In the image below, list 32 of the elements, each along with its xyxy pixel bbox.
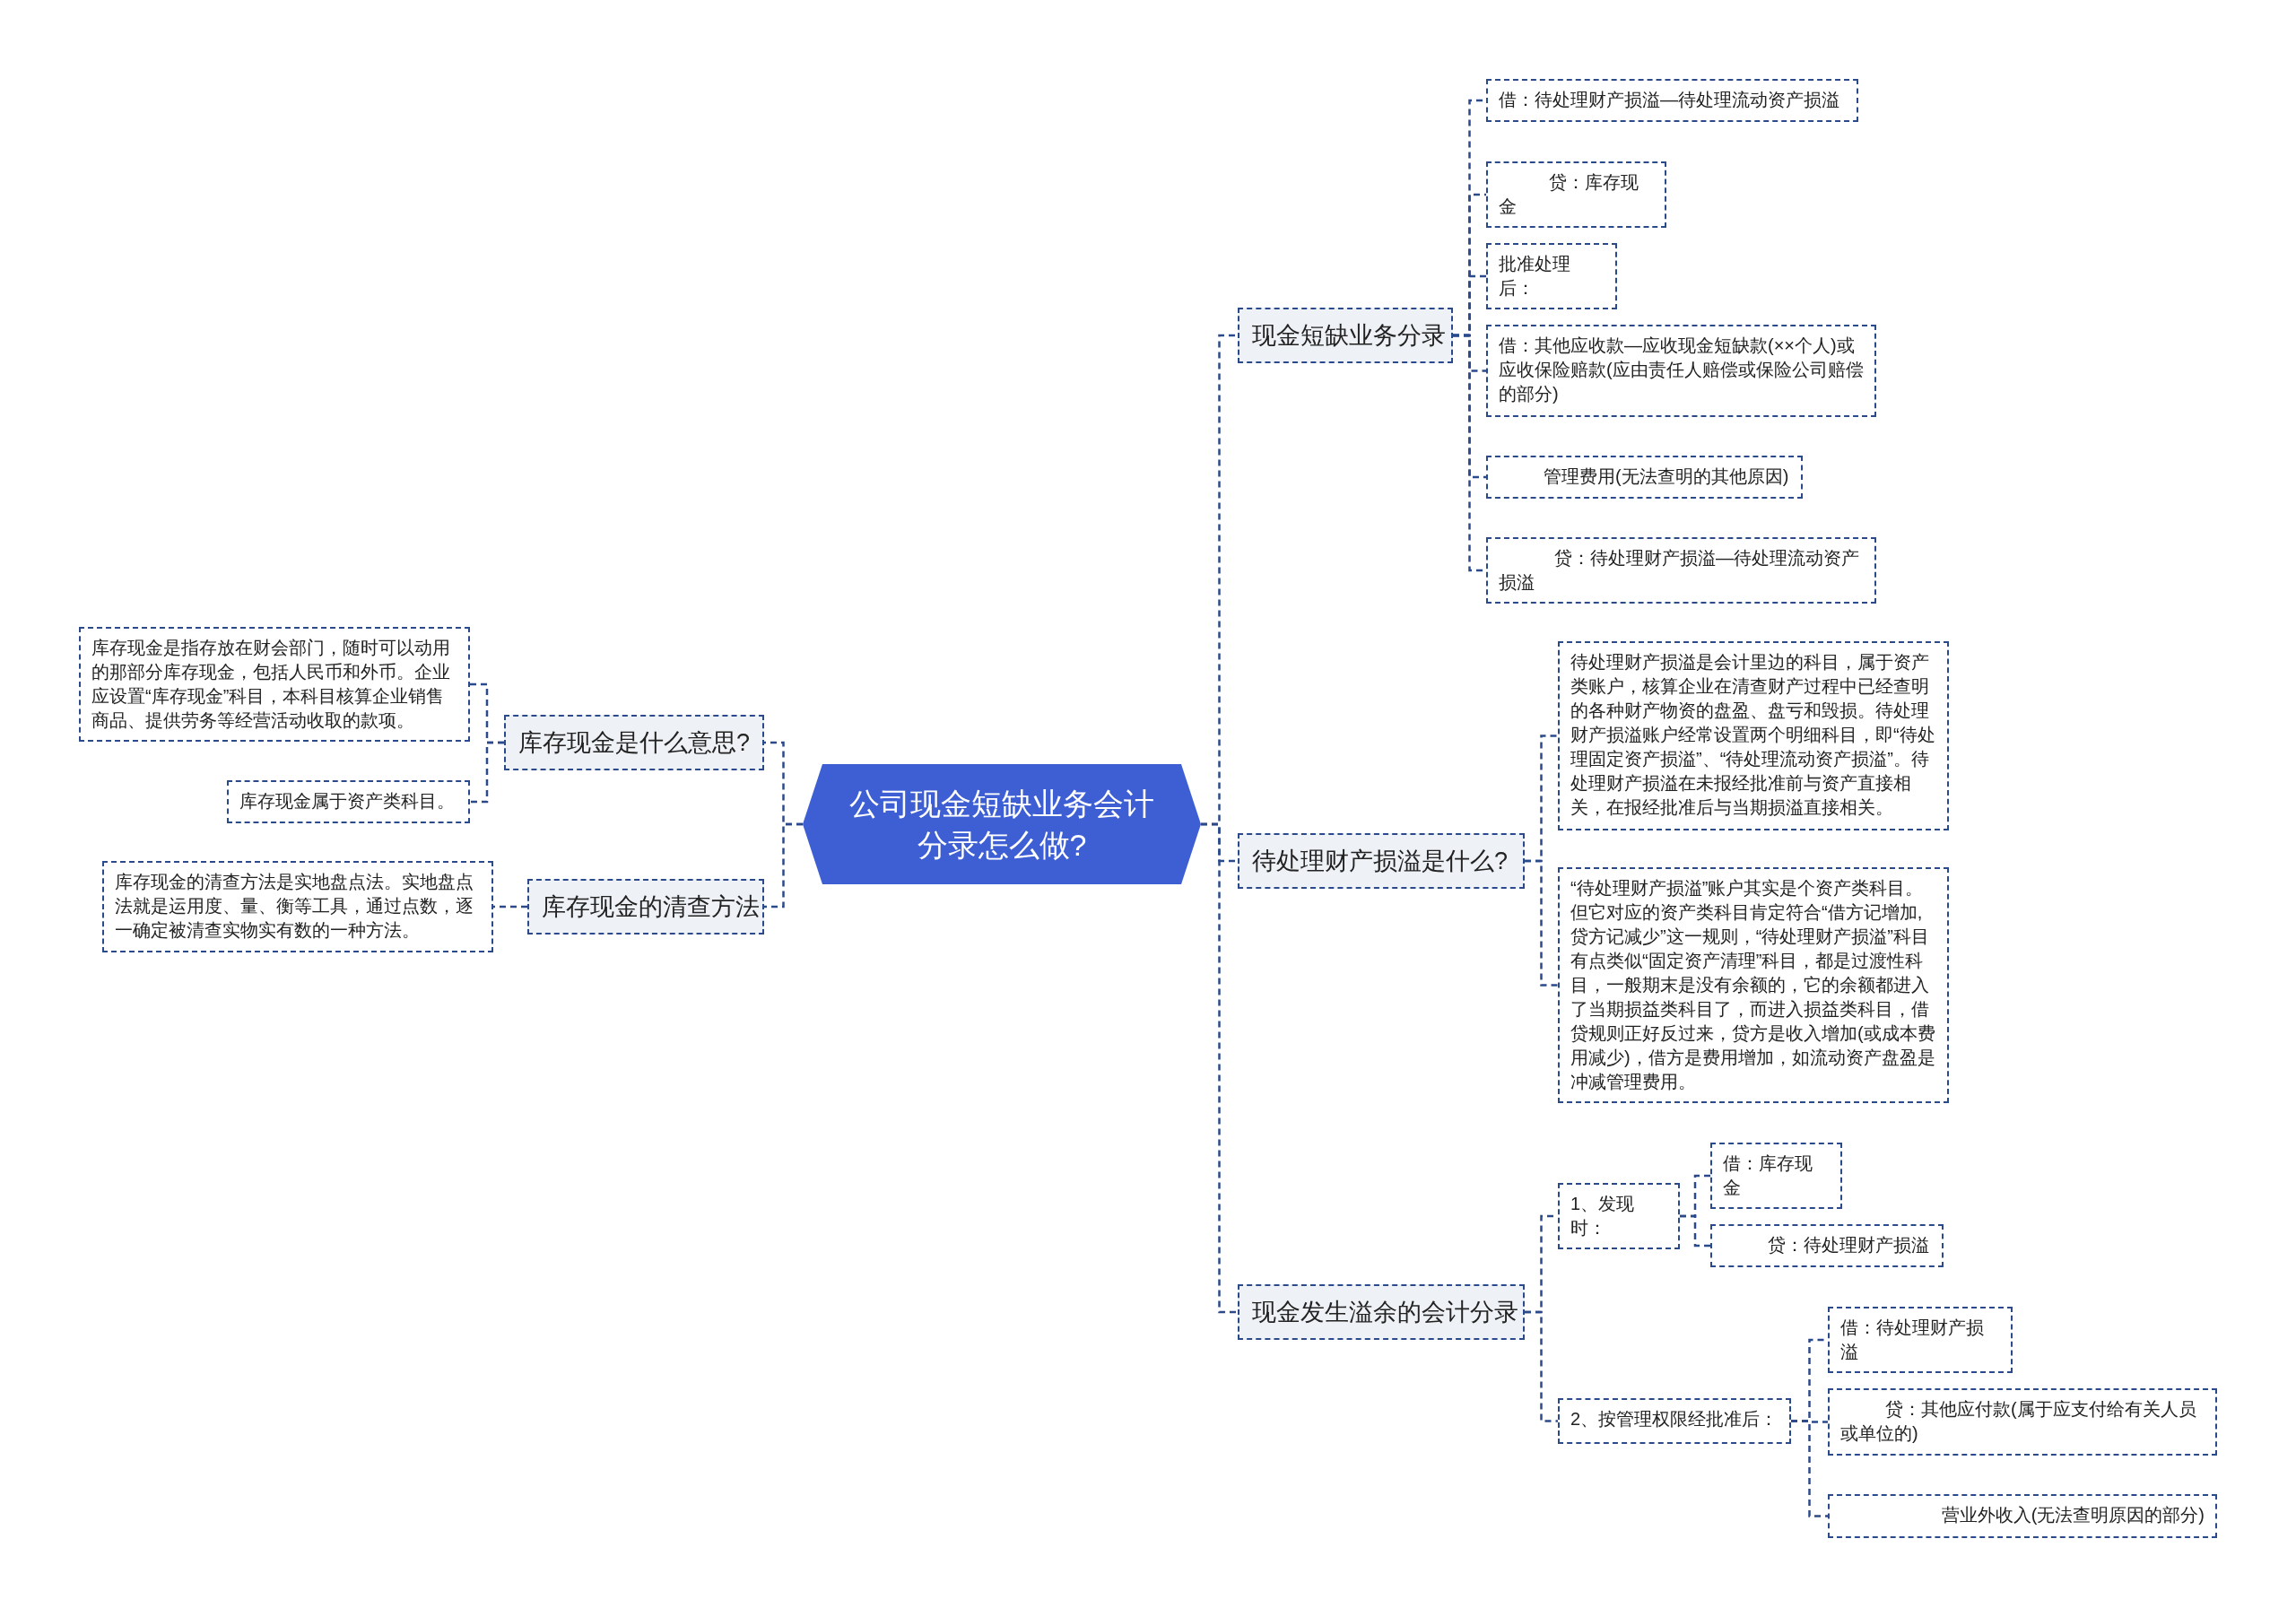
note-box: 2、按管理权限经批准后： xyxy=(1558,1398,1791,1444)
note-box: 贷：待处理财产损溢 xyxy=(1710,1224,1944,1267)
central-topic: 公司现金短缺业务会计分录怎么做? xyxy=(803,764,1201,884)
connector-line xyxy=(1201,822,1238,1314)
note-box: 借：其他应收款—应收现金短缺款(××个人)或应收保险赔款(应由责任人赔偿或保险公司赔偿的部分) xyxy=(1486,325,1876,417)
connector-line xyxy=(1680,1214,1710,1248)
connector-line xyxy=(470,741,504,804)
connector-line xyxy=(764,822,803,908)
topic-box: 库存现金的清查方法 xyxy=(527,879,764,935)
connector-line xyxy=(1525,1310,1558,1422)
topic-box: 现金短缺业务分录 xyxy=(1238,308,1453,363)
note-box: 管理费用(无法查明的其他原因) xyxy=(1486,456,1803,499)
note-box: 待处理财产损溢是会计里边的科目，属于资产类账户，核算企业在清查财产过程中已经查明的各种财产物资的盘盈、盘亏和毁损。待处理财产损溢账户经常设置两个明细科目，即“待处理固定资产损溢”、“待处理流动资产损溢”。待处理财产损溢在未报经批准前与资产直接相关，在报经批准后与当期损溢直接相关。 xyxy=(1558,641,1949,830)
note-box: 库存现金的清查方法是实地盘点法。实地盘点法就是运用度、量、衡等工具，通过点数，逐一确定被清查实物实有数的一种方法。 xyxy=(102,861,493,952)
topic-box: 现金发生溢余的会计分录 xyxy=(1238,1284,1525,1340)
note-box: 贷：库存现金 xyxy=(1486,161,1666,228)
note-box: “待处理财产损溢”账户其实是个资产类科目。但它对应的资产类科目肯定符合“借方记增加,贷方记减少”这一规则，“待处理财产损溢”科目有点类似“固定资产清理”科目，都是过渡性科目，一般期末是没有余额的，它的余额都进入了当期损益类科目了，而进入损益类科目，借贷规则正好反过来，贷方是收入增加(或成本费用减少)，借方是费用增加，如流动资产盘盈是冲减管理费用。 xyxy=(1558,867,1949,1103)
topic-box: 库存现金是什么意思? xyxy=(504,715,764,770)
connector-line xyxy=(493,905,527,908)
note-box: 库存现金是指存放在财会部门，随时可以动用的那部分库存现金，包括人民币和外币。企业应设置“库存现金”科目，本科目核算企业销售商品、提供劳务等经营活动收取的款项。 xyxy=(79,627,470,742)
note-box: 1、发现时： xyxy=(1558,1183,1680,1249)
note-box: 营业外收入(无法查明原因的部分) xyxy=(1828,1494,2217,1538)
connector-line xyxy=(1525,859,1558,987)
note-box: 借：待处理财产损溢—待处理流动资产损溢 xyxy=(1486,79,1858,122)
note-box: 借：库存现金 xyxy=(1710,1143,1842,1209)
note-box: 贷：其他应付款(属于应支付给有关人员或单位的) xyxy=(1828,1388,2217,1456)
note-box: 贷：待处理财产损溢—待处理流动资产损溢 xyxy=(1486,537,1876,604)
connector-line xyxy=(1791,1420,1828,1517)
note-box: 批准处理后： xyxy=(1486,243,1617,309)
note-box: 借：待处理财产损溢 xyxy=(1828,1307,2013,1373)
topic-box: 待处理财产损溢是什么? xyxy=(1238,833,1525,889)
note-box: 库存现金属于资产类科目。 xyxy=(227,780,470,823)
